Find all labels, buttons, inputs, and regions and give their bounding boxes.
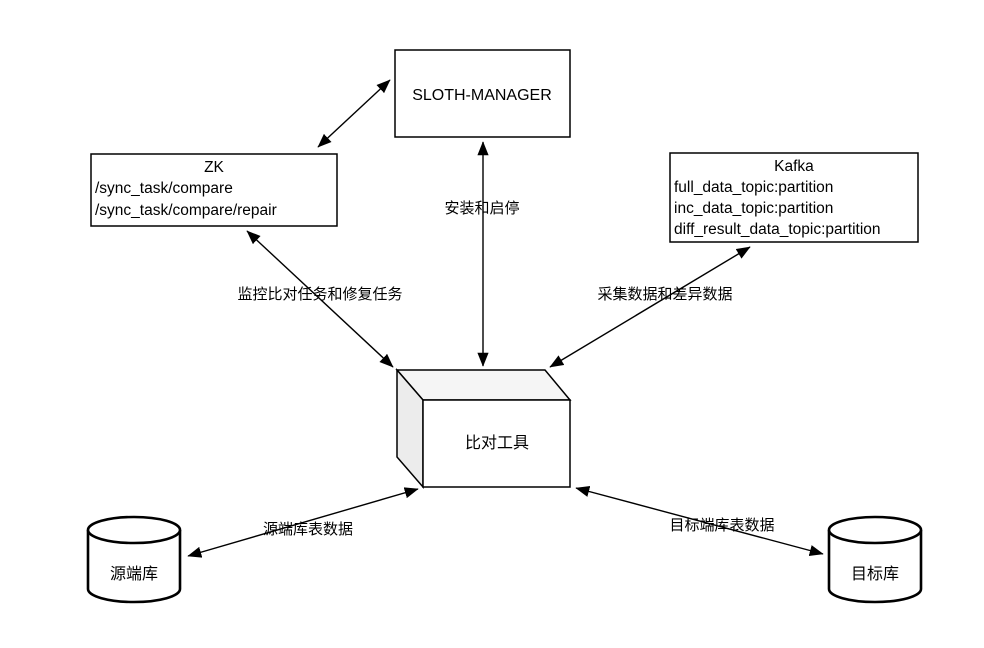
- edge-sourcedb-comparetool: [187, 487, 419, 558]
- sloth-manager-node: SLOTH-MANAGER: [394, 49, 571, 138]
- sloth-manager-box: [394, 49, 571, 138]
- source-db-label: 源端库: [110, 565, 158, 583]
- edges-group: [187, 79, 824, 558]
- kafka-box: [669, 152, 919, 243]
- compare-tool-node: 比对工具: [395, 367, 572, 490]
- zk-box: [90, 153, 338, 227]
- edge-labels-group: 安装和启停 监控比对任务和修复任务 采集数据和差异数据 源端库表数据 目标端库表…: [237, 200, 774, 538]
- compare-tool-front-face: [422, 399, 571, 488]
- sloth-manager-label: SLOTH-MANAGER: [412, 87, 552, 104]
- edge-label-collect: 采集数据和差异数据: [597, 286, 732, 303]
- compare-tool-top-face: [395, 369, 572, 401]
- target-db-cylinder: 目标库: [827, 515, 923, 604]
- source-db-top: [86, 515, 182, 545]
- edge-label-source-data: 源端库表数据: [263, 521, 353, 538]
- kafka-topic-inc: inc_data_topic:partition: [674, 200, 833, 217]
- edge-kafka-comparetool: [549, 246, 751, 368]
- target-db-body: [827, 530, 923, 604]
- kafka-topic-full: full_data_topic:partition: [674, 179, 833, 196]
- compare-tool-label: 比对工具: [465, 434, 529, 452]
- kafka-title: Kafka: [774, 158, 814, 175]
- zk-path-compare: /sync_task/compare: [95, 180, 233, 197]
- source-db-body: [86, 530, 182, 604]
- target-db-label: 目标库: [851, 565, 899, 583]
- edge-zk-comparetool: [246, 230, 394, 368]
- zk-title: ZK: [204, 159, 224, 176]
- zk-path-compare-repair: /sync_task/compare/repair: [95, 202, 277, 219]
- zk-node: ZK /sync_task/compare /sync_task/compare…: [90, 153, 338, 227]
- edge-label-install: 安装和启停: [444, 200, 519, 217]
- edge-label-target-data: 目标端库表数据: [669, 517, 774, 534]
- edge-zk-slothmanager: [317, 79, 391, 148]
- edge-label-monitor: 监控比对任务和修复任务: [237, 285, 402, 303]
- kafka-topic-diff: diff_result_data_topic:partition: [674, 221, 881, 238]
- kafka-node: Kafka full_data_topic:partition inc_data…: [669, 152, 919, 243]
- edge-comparetool-targetdb: [575, 486, 824, 556]
- target-db-top: [827, 515, 923, 545]
- source-db-cylinder: 源端库: [86, 515, 182, 604]
